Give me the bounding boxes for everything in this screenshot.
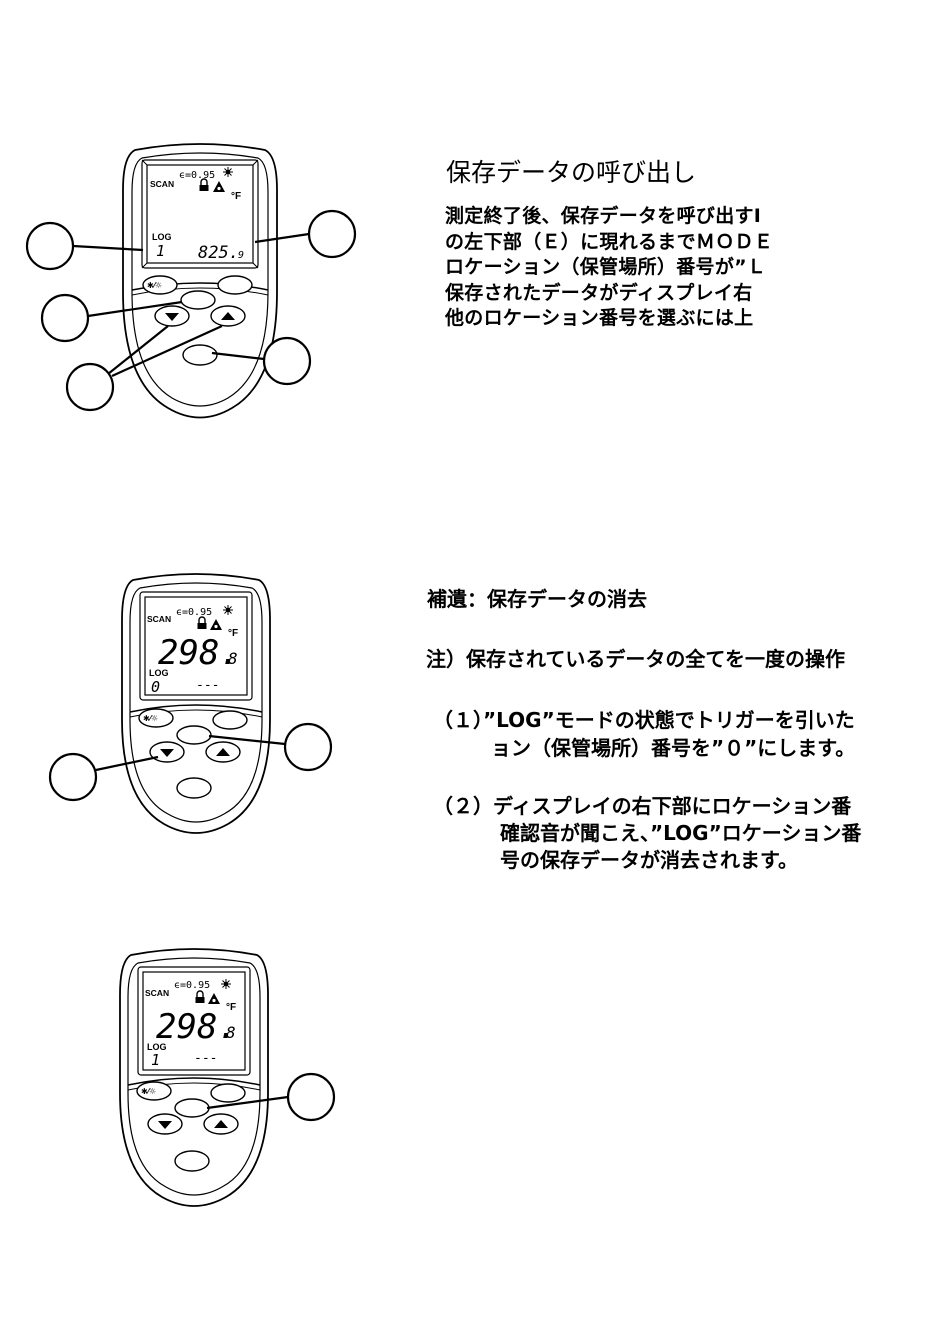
delete-step-2: （２）ディスプレイの右下部にロケーション番 確認音が聞こえ、”LOG”ロケーショ…: [433, 793, 932, 874]
down-arrow-icon: [165, 313, 179, 321]
blank-button-right[interactable]: [217, 275, 253, 295]
laser-icon: [222, 166, 234, 178]
delete-step-2-line-1: （２）ディスプレイの右下部にロケーション番: [433, 794, 852, 818]
recall-line-2: の左下部（Ｅ）に現れるまでＭＯＤＥ: [445, 230, 774, 253]
up-arrow-icon: [216, 748, 230, 756]
lcd-screen: [146, 164, 254, 264]
delete-step-1-line-1: （１）”LOG”モードの状態でトリガーを引いた: [433, 708, 855, 732]
mode-button[interactable]: [176, 725, 212, 745]
lcd-location-number: 1: [156, 242, 165, 260]
callout-circle-store-button: [262, 336, 312, 386]
blank-button-right[interactable]: [210, 1083, 246, 1103]
callouts-device-2: [48, 722, 333, 802]
laser-icon: [220, 978, 232, 990]
lcd-main-reading: 298.: [156, 1007, 238, 1047]
thermometer-device-1: SCAN ϵ=0.95 °F LOG 1 825. 9 ✱⁄☼: [122, 143, 278, 419]
lcd-unit: °F: [228, 628, 238, 639]
lcd-screen: [144, 596, 248, 696]
delete-step-1-line-2: ョン（保管場所）番号を”０”にします。: [491, 736, 856, 760]
lcd-main-reading-decimal: 8: [226, 1023, 236, 1042]
recall-instructions: 測定終了後、保存データを呼び出すI の左下部（Ｅ）に現れるまでＭＯＤＥ ロケーシ…: [445, 204, 850, 332]
callout-circle-mode-button: [40, 293, 90, 343]
callout-circle-trigger-side: [48, 752, 98, 802]
device-inner-rim: [129, 582, 263, 823]
lcd-emissivity: ϵ=0.95: [174, 980, 210, 991]
recall-line-4: 保存されたデータがディスプレイ右: [445, 281, 753, 304]
lcd-scan-label: SCAN: [145, 988, 169, 998]
store-button[interactable]: [176, 777, 212, 799]
device-inner-rim: [127, 957, 261, 1196]
callout-circle-lcd-right: [307, 209, 357, 259]
device-inner-rim: [131, 152, 269, 407]
lcd-emissivity: ϵ=0.95: [179, 170, 215, 181]
recall-line-1: 測定終了後、保存データを呼び出すI: [445, 205, 762, 227]
callouts-device-3: [206, 1072, 336, 1122]
callout-circle-mode-button: [286, 1072, 336, 1122]
lcd-scan-label: SCAN: [147, 614, 171, 624]
lcd-scan-label: SCAN: [150, 179, 174, 189]
laser-backlight-button-symbol: ✱⁄☼: [143, 714, 158, 723]
lcd-location-number: 0: [151, 678, 160, 696]
up-arrow-icon: [221, 312, 235, 320]
laser-backlight-button-symbol: ✱⁄☼: [141, 1087, 156, 1096]
mode-button[interactable]: [180, 290, 216, 310]
laser-backlight-button-symbol: ✱⁄☼: [147, 281, 162, 290]
laser-icon: [222, 604, 234, 616]
lcd-empty-data-dashes: ---: [194, 1051, 217, 1066]
lcd-stored-reading-decimal: 9: [238, 250, 244, 261]
lcd-emissivity: ϵ=0.95: [176, 607, 212, 618]
thermometer-device-2: SCAN ϵ=0.95 °F 298. 8 LOG 0 --- ✱⁄☼: [121, 573, 271, 834]
callouts-device-1: [25, 209, 357, 412]
section-title-delete-stored-data: 補遺：保存データの消去: [427, 587, 647, 611]
laser-backlight-button[interactable]: [142, 275, 178, 295]
lcd-empty-data-dashes: ---: [196, 678, 219, 693]
laser-backlight-button[interactable]: [136, 1081, 172, 1101]
callout-circle-lcd-left: [25, 221, 75, 271]
up-arrow-icon: [214, 1120, 228, 1128]
recall-line-3: ロケーション（保管場所）番号が”Ｌ: [445, 256, 767, 278]
callout-circle-mode-button: [283, 722, 333, 772]
callout-circle-arrow-buttons: [65, 362, 115, 412]
recall-line-5: 他のロケーション番号を選ぶには上: [445, 307, 754, 329]
mode-button[interactable]: [174, 1098, 210, 1118]
store-button[interactable]: [174, 1150, 210, 1172]
lcd-stored-reading: 825.: [198, 243, 239, 263]
lcd-main-reading: 298.: [158, 633, 240, 673]
laser-backlight-button[interactable]: [138, 708, 174, 728]
lcd-log-label: LOG: [152, 232, 172, 242]
delete-step-2-line-3: 号の保存データが消去されます。: [500, 848, 798, 872]
lcd-main-reading-decimal: 8: [228, 649, 238, 668]
delete-step-1: （１）”LOG”モードの状態でトリガーを引いた ョン（保管場所）番号を”０”にし…: [433, 706, 932, 762]
lcd-location-number: 1: [151, 1051, 160, 1069]
lcd-log-label: LOG: [147, 1042, 167, 1052]
lcd-unit: °F: [226, 1002, 236, 1013]
lcd-unit: °F: [231, 191, 241, 202]
store-button[interactable]: [182, 344, 218, 366]
down-arrow-icon: [158, 1121, 172, 1129]
delete-note: 注）保存されているデータの全てを一度の操作: [426, 647, 845, 671]
delete-step-2-line-2: 確認音が聞こえ、”LOG”ロケーション番: [500, 821, 862, 845]
lcd-log-label: LOG: [149, 668, 169, 678]
section-title-recall-stored-data: 保存データの呼び出し: [446, 158, 697, 187]
thermometer-device-3: SCAN ϵ=0.95 °F 298. 8 LOG 1 --- ✱⁄☼: [119, 948, 269, 1207]
down-arrow-icon: [160, 749, 174, 757]
lcd-screen: [142, 971, 246, 1071]
blank-button-right[interactable]: [212, 710, 248, 730]
